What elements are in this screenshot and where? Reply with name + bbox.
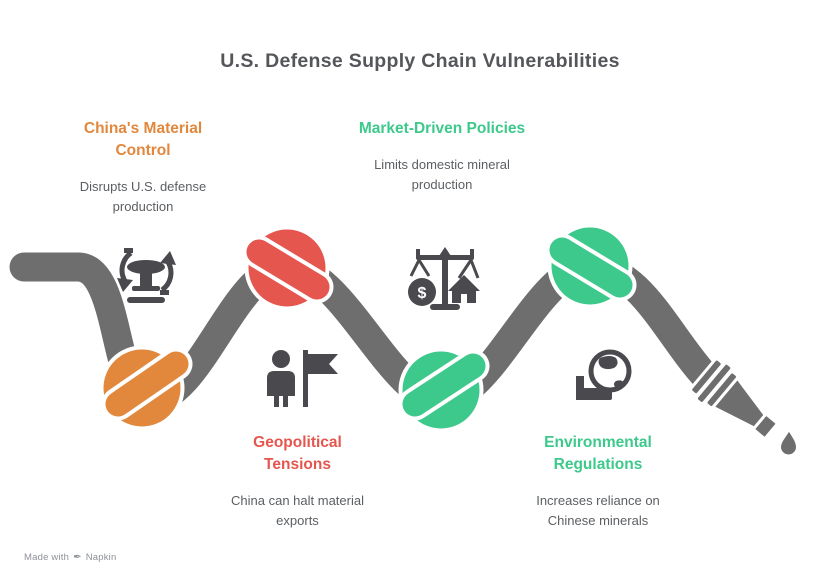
section-description: Increases reliance on Chinese minerals [536, 493, 660, 528]
knot-market-driven-policies [398, 347, 490, 433]
made-with-label: Made with [24, 552, 70, 563]
page-title: U.S. Defense Supply Chain Vulnerabilitie… [220, 50, 620, 72]
section-description: Disrupts U.S. defense production [79, 179, 207, 214]
globe-gavel-icon [576, 349, 632, 400]
water-drop-icon [778, 428, 799, 457]
knot-environmental-regulations [545, 223, 637, 309]
section-geopolitical-tensions: Geopolitical Tensions China can halt mat… [220, 432, 375, 530]
svg-text:$: $ [418, 285, 427, 302]
made-with-napkin-credit: Made with ✒ Napkin [24, 552, 116, 563]
section-description: Limits domestic mineral production [374, 157, 510, 192]
section-environmental-regulations: Environmental Regulations Increases reli… [513, 432, 683, 530]
section-description: China can halt material exports [231, 493, 364, 528]
section-heading: China's Material Control [83, 120, 203, 159]
napkin-brand-label: Napkin [85, 552, 117, 563]
section-market-driven-policies: Market-Driven Policies Limits domestic m… [357, 118, 527, 194]
section-heading: Environmental Regulations [544, 434, 652, 473]
knot-geopolitical-tensions [242, 225, 334, 311]
section-chinas-material-control: China's Material Control Disrupts U.S. d… [58, 118, 228, 216]
section-heading: Geopolitical Tensions [253, 434, 342, 473]
production-machine-icon [117, 248, 176, 303]
knot-chinas-material-control [99, 345, 193, 431]
balance-scale-dollar-house-icon: $ [408, 247, 480, 310]
person-flag-icon [267, 350, 338, 407]
section-heading: Market-Driven Policies [358, 120, 526, 137]
nozzle [689, 357, 779, 440]
napkin-pen-icon: ✒ [73, 552, 82, 563]
